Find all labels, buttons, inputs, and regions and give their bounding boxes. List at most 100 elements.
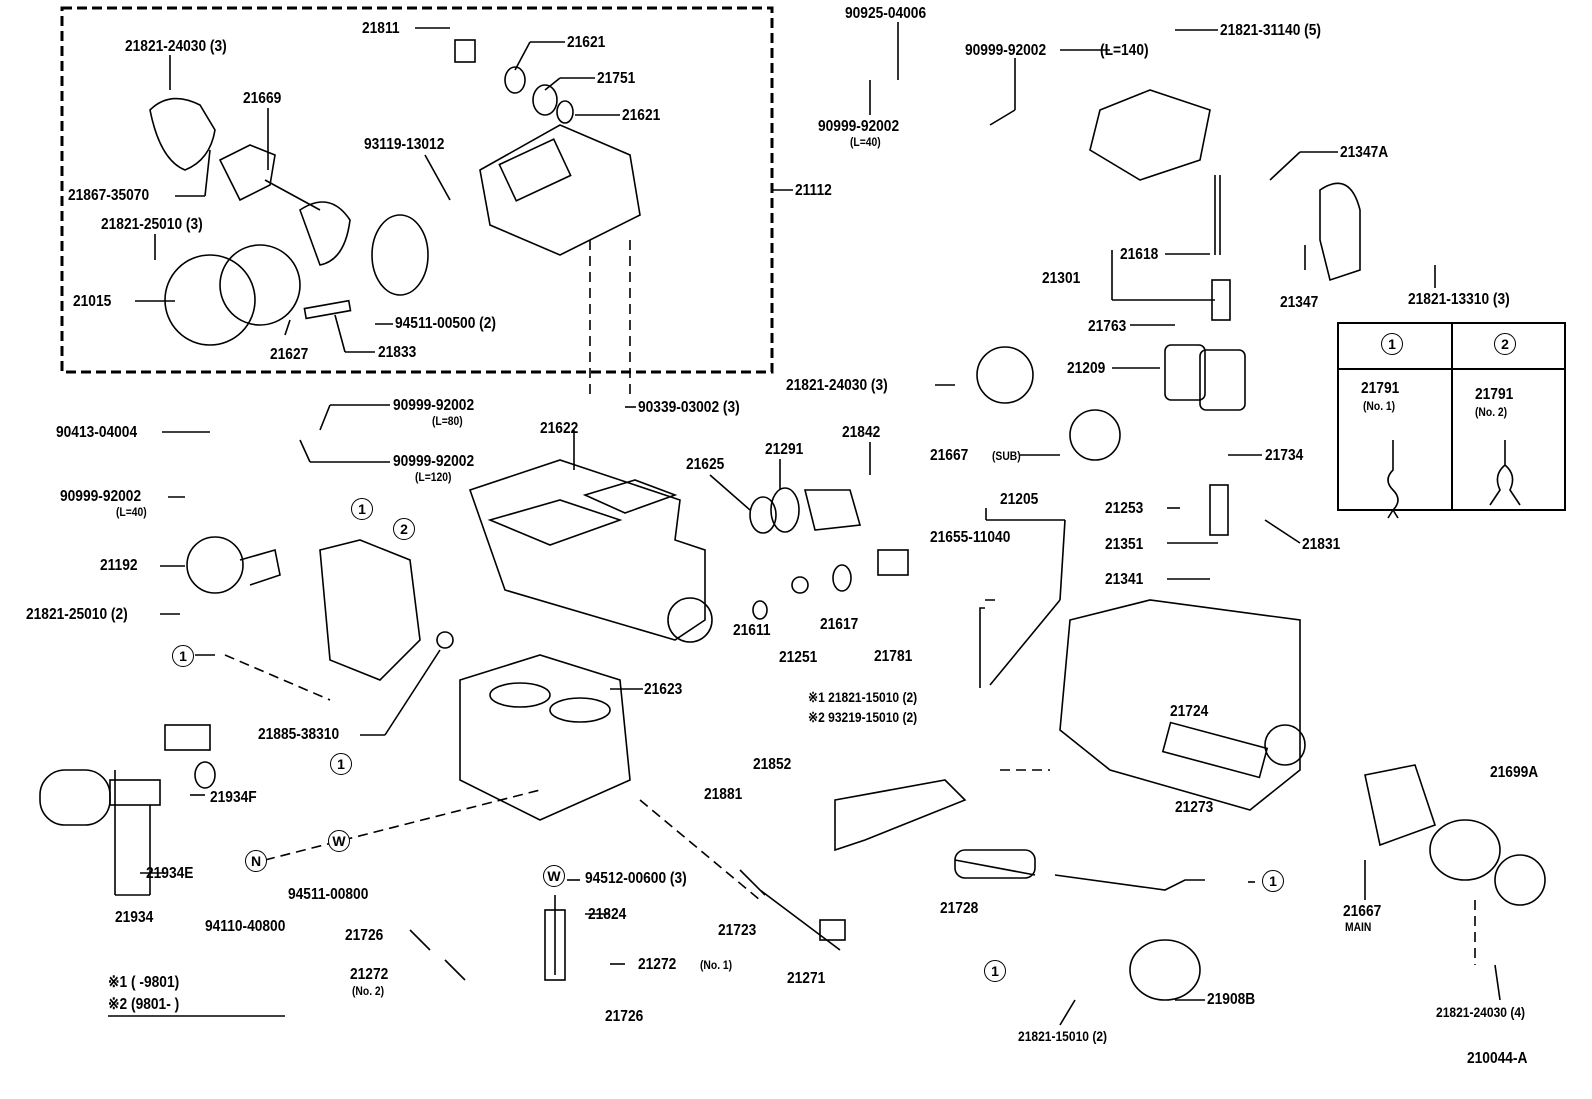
part-label: 21667 (1343, 903, 1382, 920)
part-label: 21842 (842, 424, 881, 441)
part-note: (No. 1) (1363, 399, 1396, 413)
part-label: 21251 (779, 649, 818, 666)
part-label: 21627 (270, 346, 309, 363)
part-label: 90999-92002 (393, 453, 475, 470)
part-label: 94110-40800 (205, 918, 286, 935)
part-label: 21341 (1105, 571, 1144, 588)
clip-marker-1: 1 (1262, 870, 1284, 892)
table-header-2: 2 (1452, 324, 1564, 370)
table-header-1: 1 (1339, 324, 1453, 370)
part-note: MAIN (1345, 920, 1372, 934)
part-length: (L=40) (850, 135, 881, 149)
part-length: (L=120) (415, 470, 452, 484)
part-label: 21272 (350, 966, 389, 983)
part-label: 21726 (345, 927, 384, 944)
part-label: 21751 (597, 70, 636, 87)
part-label: ※2 93219-15010 (2) (808, 709, 918, 725)
part-label: 21291 (765, 441, 804, 458)
part-length: (L=40) (116, 505, 147, 519)
part-label: 21209 (1067, 360, 1106, 377)
part-label: 21821-13310 (3) (1408, 291, 1510, 308)
part-label: 21821-24030 (4) (1436, 1004, 1526, 1020)
part-label: 21821-24030 (3) (125, 38, 227, 55)
table-divider (1451, 368, 1453, 509)
part-label: 21791 (1475, 386, 1514, 403)
part-label: 21821-25010 (2) (26, 606, 128, 623)
part-label: 21623 (644, 681, 683, 698)
part-label: 90999-92002 (965, 42, 1047, 59)
part-label: 90999-92002 (818, 118, 900, 135)
part-label: 21621 (622, 107, 661, 124)
clip-marker-1: 1 (351, 498, 373, 520)
part-label: 90925-04006 (845, 5, 927, 22)
clip-marker-2: 2 (393, 518, 415, 540)
clip-marker-1: 1 (1381, 333, 1403, 355)
part-label: 21781 (874, 648, 913, 665)
clip-drawings (1387, 440, 1521, 519)
part-label: 21833 (378, 344, 417, 361)
part-label: 21934E (146, 865, 194, 882)
part-label: 21205 (1000, 491, 1039, 508)
part-note: (SUB) (992, 449, 1021, 463)
clip-reference-table: 1 2 21791 (No. 1) 21791 (No. 2) (1337, 322, 1566, 511)
clip-marker-1: 1 (330, 753, 352, 775)
carburetor-body-parts (39, 49, 1546, 1001)
part-note: (No. 1) (700, 958, 733, 972)
part-label: 90413-04004 (56, 424, 138, 441)
part-label: 21669 (243, 90, 282, 107)
part-label: 93119-13012 (364, 136, 445, 153)
clip-marker-1: 1 (172, 645, 194, 667)
part-label: 21347A (1340, 144, 1389, 161)
part-label: 21934F (210, 789, 257, 806)
part-label: 21881 (704, 786, 743, 803)
part-label: 21724 (1170, 703, 1209, 720)
part-label: 21253 (1105, 500, 1144, 517)
part-label: 21667 (930, 447, 969, 464)
part-label: 21831 (1302, 536, 1341, 553)
diagram-id: 210044-A (1467, 1050, 1528, 1067)
part-label: 21271 (787, 970, 826, 987)
part-label: 21622 (540, 420, 579, 437)
part-label: 94511-00800 (288, 886, 369, 903)
part-label: 94511-00500 (2) (395, 315, 496, 332)
part-label: 21885-38310 (258, 726, 340, 743)
part-label: 21655-11040 (930, 529, 1011, 546)
air-valve-cover-parts (149, 39, 641, 346)
part-label: 21015 (73, 293, 112, 310)
part-label: 21301 (1042, 270, 1081, 287)
part-label: 21699A (1490, 764, 1539, 781)
part-label: 21811 (362, 20, 400, 37)
washer-marker: W (543, 865, 565, 887)
part-note: (No. 2) (1475, 405, 1508, 419)
part-label: 90339-03002 (3) (638, 399, 740, 416)
part-label: 21272 (638, 956, 677, 973)
part-label: 21347 (1280, 294, 1319, 311)
part-note: (No. 2) (352, 984, 385, 998)
part-label: 21112 (795, 182, 832, 199)
part-label: 21867-35070 (68, 187, 150, 204)
part-length: (L=80) (432, 414, 463, 428)
part-label: 21617 (820, 616, 859, 633)
part-label: 21934 (115, 909, 154, 926)
part-label: 21821-24030 (3) (786, 377, 888, 394)
clip-marker-2: 2 (1494, 333, 1516, 355)
footnote-2: ※2 (9801- ) (108, 996, 180, 1013)
part-label: 21791 (1361, 380, 1400, 397)
part-label: 21192 (100, 557, 138, 574)
part-label: 21821-15010 (2) (1018, 1028, 1108, 1044)
part-length: (L=140) (1100, 42, 1149, 59)
clip-marker-1: 1 (984, 960, 1006, 982)
part-label: 90999-92002 (60, 488, 142, 505)
footnote-1: ※1 ( -9801) (108, 974, 180, 991)
part-label: 21723 (718, 922, 757, 939)
part-label: ※1 21821-15010 (2) (808, 689, 918, 705)
part-label: 94512-00600 (3) (585, 870, 687, 887)
part-label: 21726 (605, 1008, 644, 1025)
part-label: 21824 (588, 906, 627, 923)
washer-marker: W (328, 830, 350, 852)
part-label: 21625 (686, 456, 725, 473)
part-label: 21734 (1265, 447, 1304, 464)
part-label: 21351 (1105, 536, 1144, 553)
